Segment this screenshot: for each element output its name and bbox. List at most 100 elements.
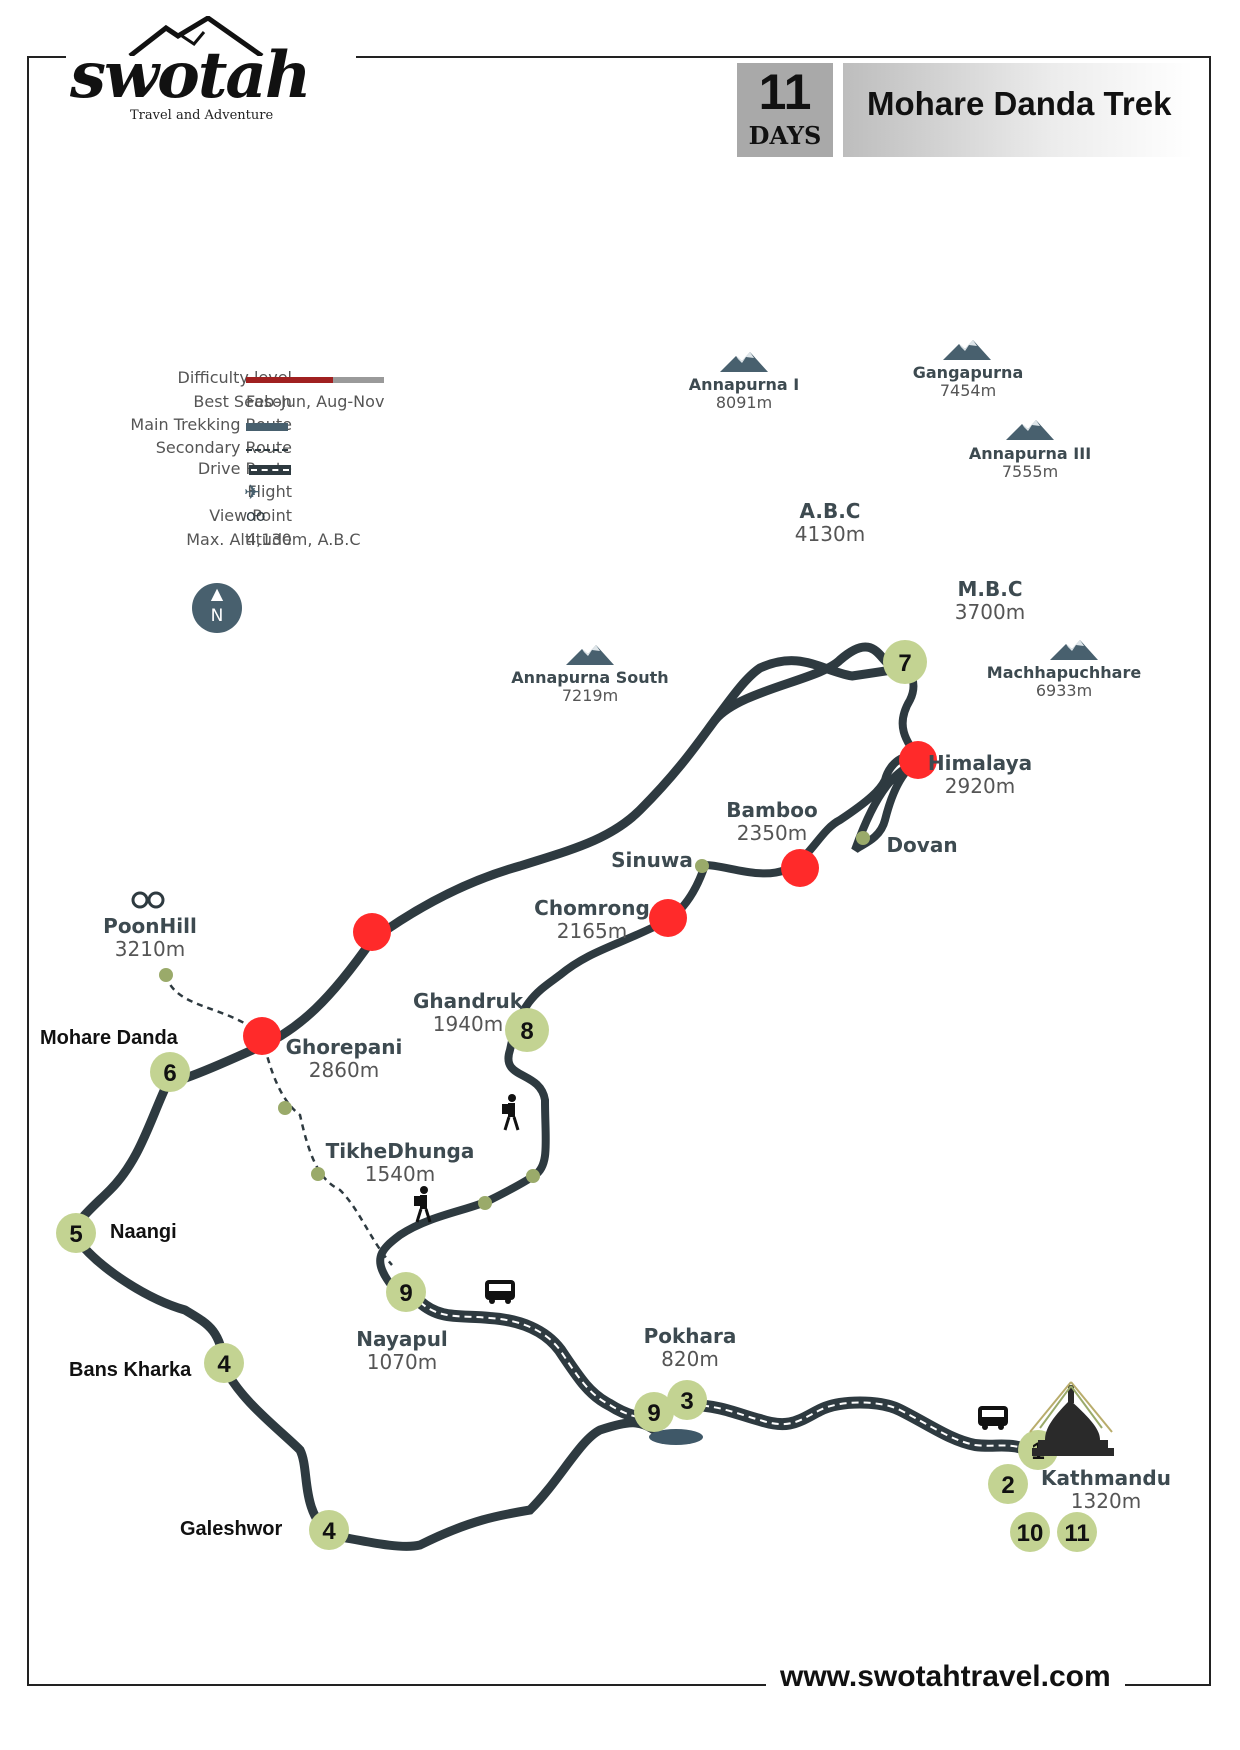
legend-row-season: Best Season Feb-Jun, Aug-Nov bbox=[60, 392, 560, 414]
day-marker-4-galeshwor bbox=[309, 1510, 349, 1550]
plane-icon: ✈ bbox=[244, 480, 261, 504]
waypoint bbox=[478, 1196, 492, 1210]
main-route-north-2 bbox=[710, 656, 910, 725]
days-badge: 11 DAYS bbox=[737, 63, 833, 157]
legend-value: Feb-Jun, Aug-Nov bbox=[246, 392, 385, 411]
stop-chomrong bbox=[649, 899, 687, 937]
days-number: 11 bbox=[758, 64, 812, 120]
hiker-icon bbox=[502, 1094, 520, 1131]
place-label-dovan: Dovan bbox=[886, 833, 958, 857]
day-marker-4-banskharka bbox=[204, 1343, 244, 1383]
day-marker-10-text: 10 bbox=[1017, 1520, 1044, 1547]
label-bans-kharka: Bans Kharka bbox=[69, 1359, 192, 1381]
legend-row-viewpoint: View Point oo bbox=[60, 506, 560, 528]
peak-icon-gangapurna bbox=[943, 340, 991, 360]
day-marker-6-text: 6 bbox=[163, 1060, 176, 1087]
stop-ghorepani bbox=[243, 1017, 281, 1055]
peak-icon-annapurna-south bbox=[566, 645, 614, 665]
legend-label: Flight bbox=[247, 482, 292, 501]
main-route-swatch bbox=[246, 423, 288, 431]
legend-label: Best Season bbox=[193, 392, 292, 411]
day-marker-4-banskharka-text: 4 bbox=[217, 1351, 231, 1378]
legend-row-flight: Flight ✈ bbox=[60, 480, 560, 504]
binoculars-icon: oo bbox=[246, 506, 266, 525]
day-marker-11-text: 11 bbox=[1064, 1520, 1089, 1547]
binoculars-icon bbox=[131, 891, 165, 909]
day-marker-8-text: 8 bbox=[520, 1018, 533, 1045]
day-marker-2-text: 2 bbox=[1001, 1472, 1014, 1499]
waypoint bbox=[526, 1169, 540, 1183]
days-label: DAYS bbox=[748, 121, 822, 150]
waypoint-sinuwa bbox=[695, 859, 709, 873]
legend-label: Secondary Route bbox=[155, 438, 292, 457]
title-banner: Mohare Danda Trek bbox=[843, 63, 1193, 157]
peak-icon-annapurna-i bbox=[720, 352, 768, 372]
website-link[interactable]: www.swotahtravel.com bbox=[766, 1660, 1125, 1694]
waypoint bbox=[278, 1101, 292, 1115]
peak-icon-machhapuchhare bbox=[1050, 640, 1098, 660]
legend-label: Max. Altitude bbox=[186, 530, 292, 549]
day-marker-3-text: 3 bbox=[680, 1388, 693, 1415]
waypoint-poonhill bbox=[159, 968, 173, 982]
day-marker-3 bbox=[667, 1380, 707, 1420]
bus-icon bbox=[485, 1280, 515, 1304]
waypoint bbox=[311, 1167, 325, 1181]
stop-bamboo bbox=[781, 849, 819, 887]
legend-row-secondary-route: Secondary Route bbox=[60, 438, 560, 460]
compass-letter: N bbox=[210, 606, 224, 626]
trek-title: Mohare Danda Trek bbox=[867, 85, 1172, 122]
stupa-icon bbox=[1029, 1381, 1114, 1456]
day-marker-5-text: 5 bbox=[69, 1221, 82, 1248]
legend-value: 4,130m, A.B.C bbox=[246, 530, 361, 549]
day-marker-8 bbox=[505, 1008, 549, 1052]
logo-tagline: Travel and Adventure bbox=[130, 108, 274, 123]
difficulty-bar bbox=[246, 377, 384, 383]
legend-label: View Point bbox=[209, 506, 292, 525]
legend-row-max-altitude: Max. Altitude 4,130m, A.B.C bbox=[60, 530, 560, 552]
logo-wordmark: swotah bbox=[70, 38, 311, 113]
mountain-logo-icon bbox=[128, 16, 264, 56]
day-marker-7 bbox=[883, 640, 927, 684]
secondary-route-swatch bbox=[246, 449, 288, 451]
day-markers: 7 8 6 5 9 4 4 9 3 1 2 10 11 bbox=[56, 640, 1097, 1552]
difficulty-bar-fill bbox=[246, 377, 333, 383]
brand-logo: swotah Travel and Adventure bbox=[66, 16, 356, 136]
day-marker-9-pokhara bbox=[634, 1392, 674, 1432]
day-marker-7-text: 7 bbox=[898, 650, 911, 677]
label-naangi: Naangi bbox=[110, 1221, 177, 1243]
bus-icon bbox=[978, 1406, 1008, 1430]
hiker-icon bbox=[414, 1186, 432, 1223]
legend-row-drive-route: Drive Route bbox=[60, 459, 560, 481]
label-mohare-danda: Mohare Danda bbox=[40, 1027, 178, 1049]
stop-himalaya bbox=[899, 741, 937, 779]
peak-icon-annapurna-iii bbox=[1006, 420, 1054, 440]
drive-route-nayapul-pokhara bbox=[414, 1296, 663, 1426]
waypoint-dovan bbox=[856, 831, 870, 845]
compass-icon: ▲ N bbox=[192, 583, 242, 633]
map-frame bbox=[27, 56, 1211, 1686]
day-marker-2 bbox=[988, 1464, 1028, 1504]
place-label-sinuwa: Sinuwa bbox=[611, 848, 693, 872]
day-marker-9-pokhara-text: 9 bbox=[647, 1400, 660, 1427]
phewa-lake bbox=[649, 1429, 703, 1445]
day-marker-11 bbox=[1057, 1512, 1097, 1552]
label-galeshwor: Galeshwor bbox=[180, 1518, 283, 1540]
stop-deurali bbox=[353, 913, 391, 951]
secondary-route-tikhedhunga bbox=[260, 1035, 393, 1266]
legend-row-difficulty: Difficulty level bbox=[60, 368, 560, 390]
day-marker-5 bbox=[56, 1213, 96, 1253]
